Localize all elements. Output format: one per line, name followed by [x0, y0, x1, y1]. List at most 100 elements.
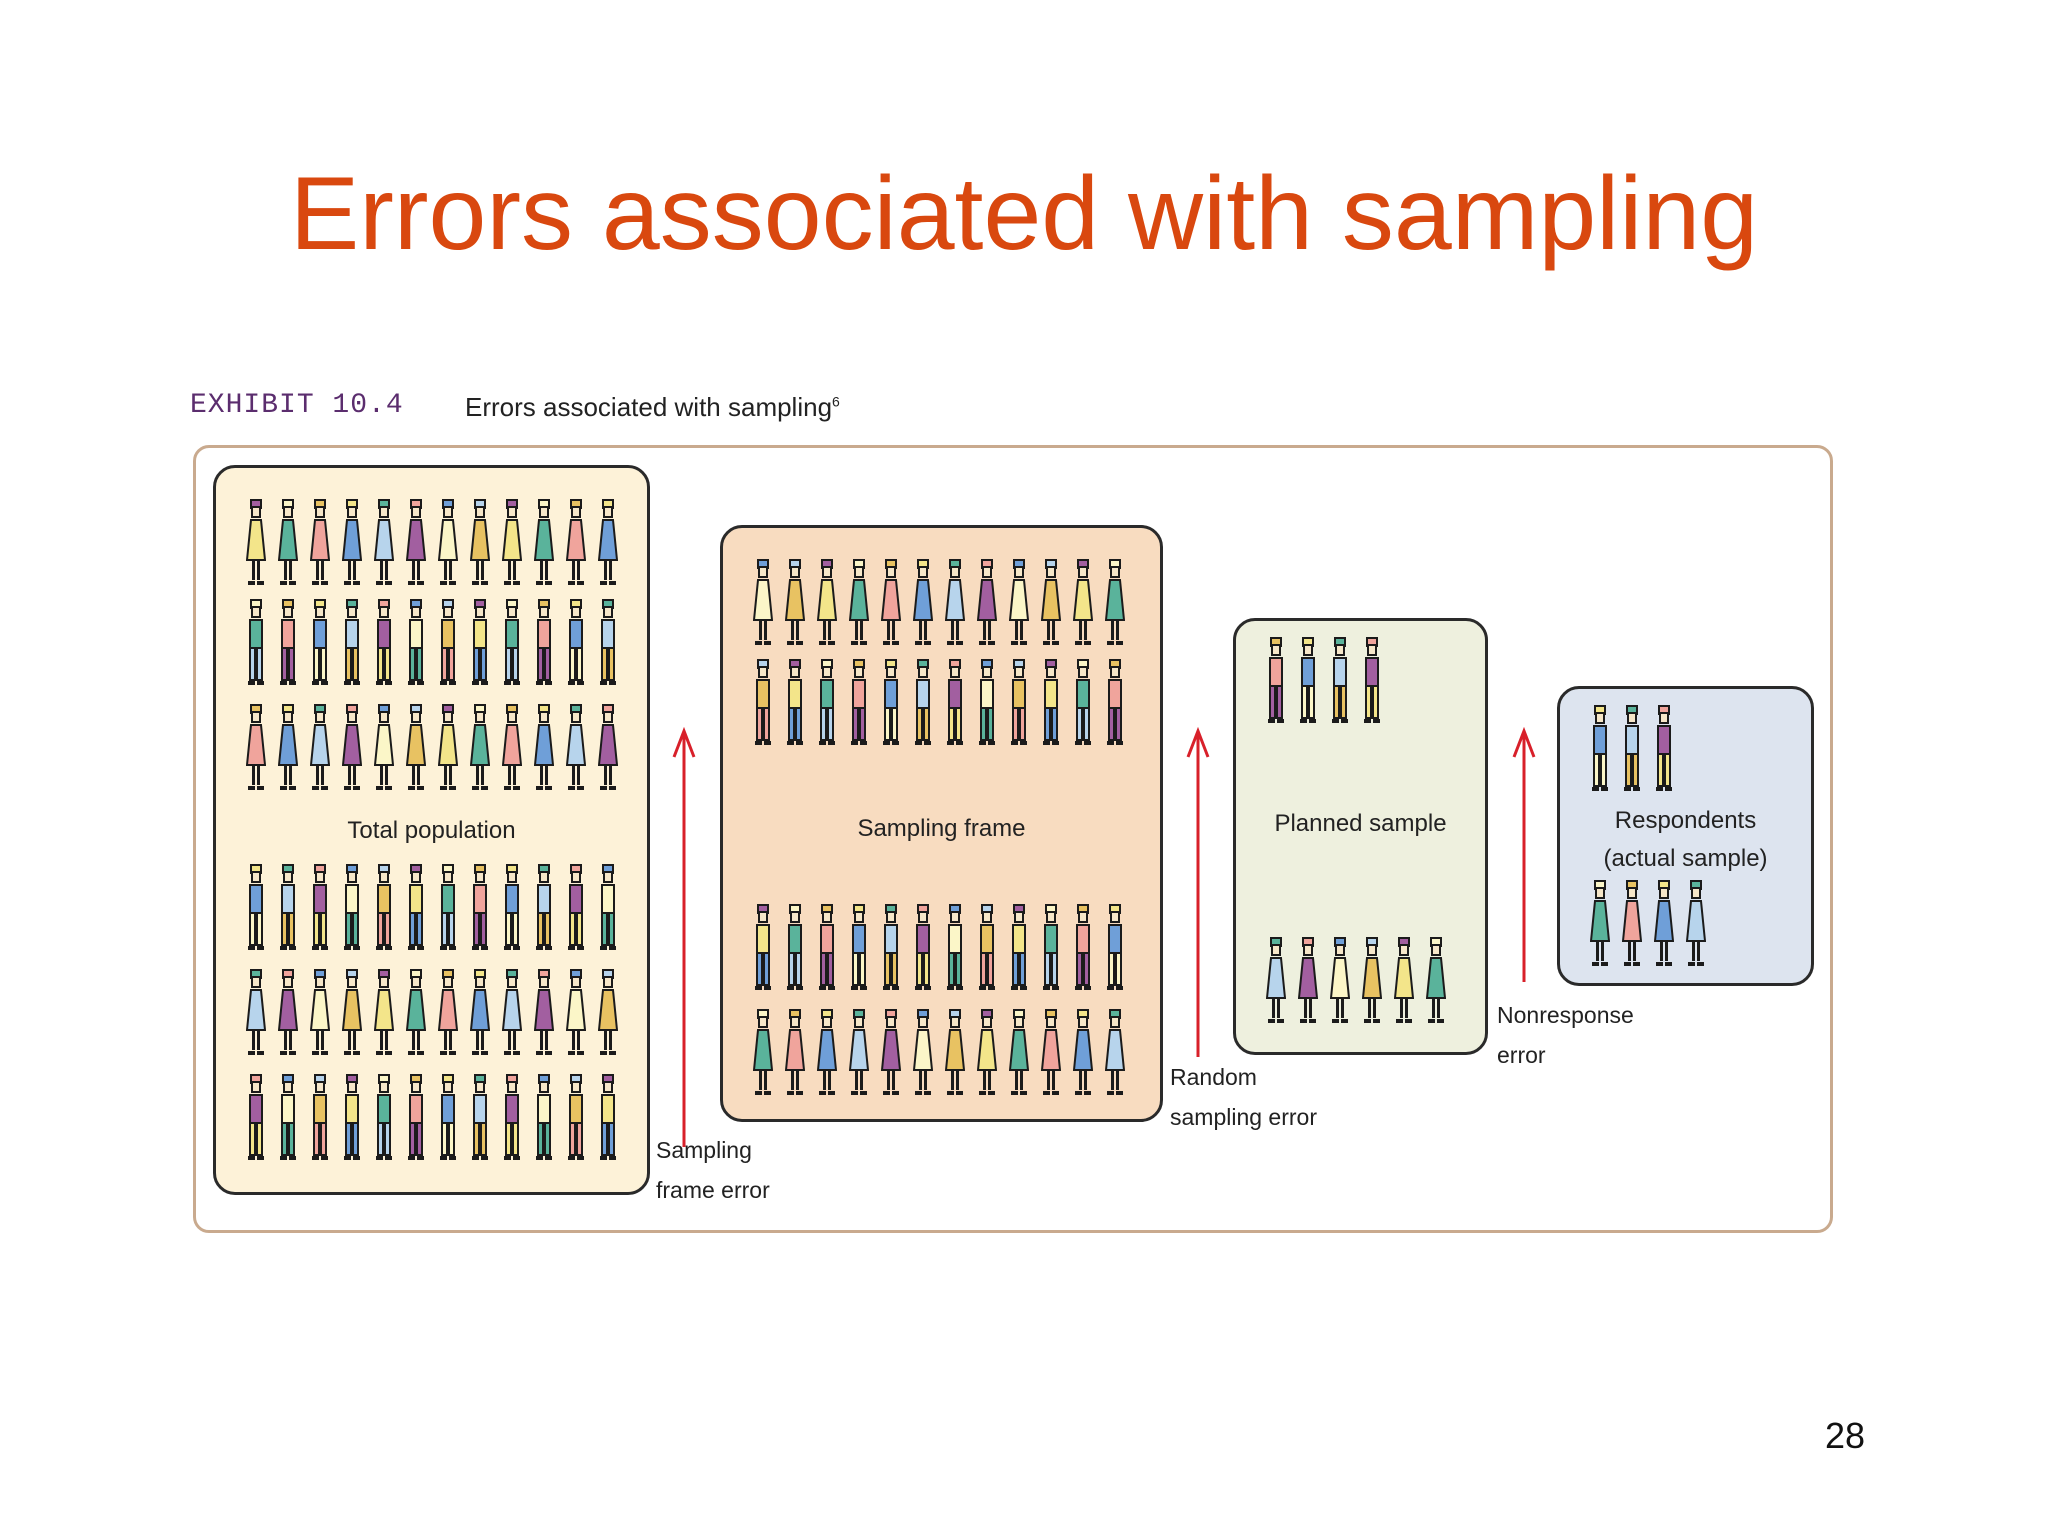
- person-icon: [534, 1073, 554, 1161]
- exhibit-caption: Errors associated with sampling6: [465, 392, 840, 423]
- person-icon: [1330, 936, 1350, 1024]
- random-sampling-error-line2: sampling error: [1170, 1104, 1317, 1130]
- person-icon: [945, 558, 965, 646]
- person-icon: [502, 498, 522, 586]
- person-icon: [342, 703, 362, 791]
- person-icon: [342, 863, 362, 951]
- random-sampling-error-line1: Random: [1170, 1064, 1257, 1090]
- person-icon: [1041, 1008, 1061, 1096]
- person-icon: [1298, 636, 1318, 724]
- person-icon: [1041, 903, 1061, 991]
- person-icon: [470, 1073, 490, 1161]
- people-row: [246, 703, 630, 791]
- person-icon: [566, 498, 586, 586]
- people-row: [246, 863, 630, 951]
- people-row: [753, 658, 1137, 746]
- person-icon: [817, 558, 837, 646]
- person-icon: [753, 658, 773, 746]
- person-icon: [470, 863, 490, 951]
- person-icon: [945, 658, 965, 746]
- slide-title: Errors associated with sampling: [289, 156, 1759, 272]
- person-icon: [342, 968, 362, 1056]
- person-icon: [977, 558, 997, 646]
- arrow-up-icon: [1186, 727, 1210, 1057]
- person-icon: [534, 498, 554, 586]
- person-icon: [438, 703, 458, 791]
- person-icon: [502, 703, 522, 791]
- person-icon: [913, 658, 933, 746]
- person-icon: [753, 1008, 773, 1096]
- person-icon: [470, 703, 490, 791]
- person-icon: [406, 598, 426, 686]
- person-icon: [817, 658, 837, 746]
- person-icon: [913, 903, 933, 991]
- person-icon: [470, 968, 490, 1056]
- person-icon: [849, 658, 869, 746]
- person-icon: [977, 658, 997, 746]
- people-row: [1266, 936, 1458, 1024]
- person-icon: [977, 903, 997, 991]
- person-icon: [1009, 658, 1029, 746]
- person-icon: [753, 903, 773, 991]
- person-icon: [881, 658, 901, 746]
- person-icon: [598, 863, 618, 951]
- person-icon: [1073, 658, 1093, 746]
- people-row: [1590, 704, 1686, 792]
- person-icon: [502, 968, 522, 1056]
- person-icon: [246, 498, 266, 586]
- person-icon: [1009, 558, 1029, 646]
- person-icon: [502, 863, 522, 951]
- person-icon: [1330, 636, 1350, 724]
- person-icon: [406, 863, 426, 951]
- sampling-frame-box: Sampling frame: [720, 525, 1163, 1122]
- person-icon: [534, 863, 554, 951]
- people-row: [753, 1008, 1137, 1096]
- people-row: [753, 558, 1137, 646]
- person-icon: [1622, 704, 1642, 792]
- person-icon: [278, 498, 298, 586]
- person-icon: [310, 598, 330, 686]
- total-population-label: Total population: [347, 817, 516, 844]
- person-icon: [502, 1073, 522, 1161]
- planned-sample-box: Planned sample: [1233, 618, 1488, 1055]
- person-icon: [1298, 936, 1318, 1024]
- person-icon: [913, 558, 933, 646]
- person-icon: [1105, 903, 1125, 991]
- person-icon: [470, 598, 490, 686]
- person-icon: [310, 968, 330, 1056]
- person-icon: [246, 703, 266, 791]
- person-icon: [374, 968, 394, 1056]
- person-icon: [881, 1008, 901, 1096]
- person-icon: [817, 903, 837, 991]
- people-row: [246, 1073, 630, 1161]
- person-icon: [1041, 658, 1061, 746]
- page-number: 28: [1825, 1415, 1866, 1456]
- person-icon: [1654, 879, 1674, 967]
- exhibit-caption-text: Errors associated with sampling: [465, 392, 833, 422]
- people-row: [753, 903, 1137, 991]
- person-icon: [1009, 903, 1029, 991]
- person-icon: [1105, 1008, 1125, 1096]
- person-icon: [598, 598, 618, 686]
- person-icon: [977, 1008, 997, 1096]
- person-icon: [785, 658, 805, 746]
- person-icon: [598, 968, 618, 1056]
- person-icon: [534, 598, 554, 686]
- person-icon: [1362, 636, 1382, 724]
- respondents-box: Respondents (actual sample): [1557, 686, 1814, 986]
- person-icon: [534, 703, 554, 791]
- person-icon: [310, 1073, 330, 1161]
- respondents-label-line1: Respondents: [1614, 807, 1757, 834]
- person-icon: [374, 703, 394, 791]
- respondents-label-line2: (actual sample): [1603, 845, 1768, 872]
- arrow-up-icon: [672, 727, 696, 1147]
- sampling-frame-error-line2: frame error: [656, 1177, 770, 1203]
- people-row: [1266, 636, 1394, 724]
- person-icon: [1073, 1008, 1093, 1096]
- person-icon: [817, 1008, 837, 1096]
- person-icon: [374, 498, 394, 586]
- person-icon: [246, 598, 266, 686]
- person-icon: [342, 598, 362, 686]
- person-icon: [1394, 936, 1414, 1024]
- person-icon: [278, 968, 298, 1056]
